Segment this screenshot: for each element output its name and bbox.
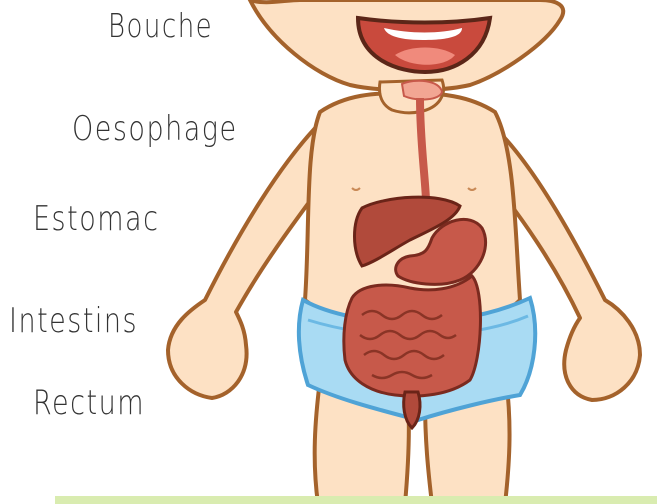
label-intestines: Intestins — [9, 302, 138, 341]
label-stomach: Estomac — [33, 200, 159, 239]
label-esophagus: Oesophage — [72, 110, 238, 149]
throat-blob — [402, 81, 442, 100]
label-rectum: Rectum — [33, 384, 145, 423]
label-mouth: Bouche — [108, 8, 213, 46]
intestines — [344, 276, 481, 396]
ground-strip — [55, 496, 657, 504]
